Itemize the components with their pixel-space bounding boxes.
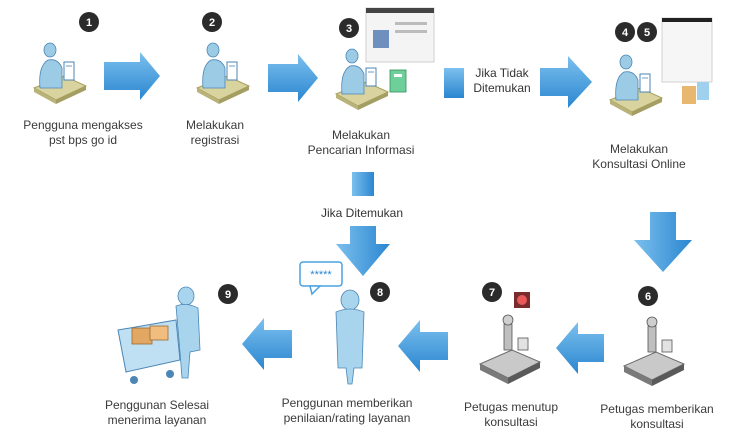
- step-badge: 6: [638, 286, 658, 306]
- step-badge: 1: [79, 12, 99, 32]
- svg-text:1: 1: [86, 17, 92, 29]
- arrow-right-icon: [444, 56, 592, 108]
- not-found-label: Jika Tidak Ditemukan: [473, 66, 531, 95]
- shopping-cart-icon: [117, 286, 201, 384]
- step-6-label: Petugas memberikan konsultasi: [600, 402, 714, 431]
- step-3-label: Melakukan Pencarian Informasi: [307, 128, 415, 157]
- arrow-right-icon: [104, 52, 160, 100]
- step-badge: 3: [339, 18, 359, 38]
- step-4-label: Melakukan Konsultasi Online: [592, 142, 686, 171]
- step-2-label: Melakukan registrasi: [185, 118, 245, 147]
- svg-text:3: 3: [346, 23, 352, 35]
- screenshot-thumbnail-icon: [365, 7, 435, 63]
- user-at-desk-icon: [609, 54, 663, 117]
- svg-text:9: 9: [225, 289, 231, 301]
- svg-text:2: 2: [209, 17, 215, 29]
- svg-text:7: 7: [489, 287, 495, 299]
- svg-text:4: 4: [622, 27, 629, 39]
- step-1-label: Pengguna mengakses pst bps go id: [23, 118, 143, 147]
- svg-text:5: 5: [644, 27, 650, 39]
- step-7-label: Petugas menutup konsultasi: [463, 400, 559, 429]
- svg-text:6: 6: [645, 291, 651, 303]
- step-badge: 8: [370, 282, 390, 302]
- user-at-desk-icon: [33, 42, 87, 105]
- arrow-down-icon: [336, 172, 390, 276]
- arrow-left-icon: [398, 320, 448, 372]
- step-badge: 7: [482, 282, 502, 302]
- step-badge: 9: [218, 284, 238, 304]
- search-result-icon: [389, 69, 407, 93]
- screenshot-thumbnail-icon: [661, 17, 713, 104]
- arrow-down-icon: [634, 212, 692, 272]
- officer-icon: [623, 316, 685, 387]
- step-badge: 4: [615, 22, 635, 42]
- found-label: Jika Ditemukan: [320, 206, 404, 220]
- step-badge: 2: [202, 12, 222, 32]
- arrow-left-icon: [556, 322, 604, 374]
- standing-user-icon: [335, 289, 365, 385]
- rating-stars: *****: [310, 269, 332, 281]
- user-at-desk-icon: [196, 42, 250, 105]
- speech-bubble-icon: *****: [299, 261, 343, 296]
- closed-icon: [514, 292, 530, 308]
- arrow-right-icon: [268, 54, 318, 102]
- arrow-left-icon: [242, 318, 292, 370]
- officer-icon: [479, 314, 541, 385]
- step-9-label: Penggunan Selesai menerima layanan: [104, 398, 210, 427]
- svg-text:8: 8: [377, 287, 383, 299]
- step-8-label: Penggunan memberikan penilaian/rating la…: [281, 396, 413, 425]
- step-badge: 5: [637, 22, 657, 42]
